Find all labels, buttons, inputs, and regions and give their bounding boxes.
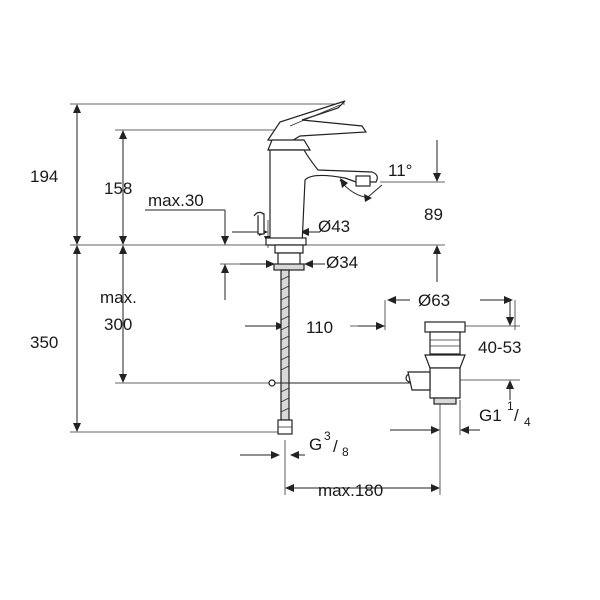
angle-label: 11° bbox=[388, 161, 412, 180]
height-total-label: 194 bbox=[30, 167, 58, 186]
drain-body bbox=[407, 321, 466, 405]
height-spout-label: 158 bbox=[104, 179, 132, 198]
thread-g38-main: G bbox=[309, 435, 322, 454]
height-350-label: 350 bbox=[30, 333, 58, 352]
thread-g38-sep: / bbox=[333, 437, 338, 456]
thread-g1-label: G1 bbox=[479, 406, 502, 425]
dia43-label: Ø43 bbox=[318, 217, 350, 236]
max-label: max. bbox=[100, 288, 137, 307]
range-40-53-label: 40-53 bbox=[478, 338, 521, 357]
thread-g1-den: 4 bbox=[524, 415, 531, 429]
thread-g38-label: G bbox=[309, 435, 322, 454]
dia63-label: Ø63 bbox=[418, 291, 450, 310]
dimension-labels: 194 158 max.30 11° Ø43 89 Ø34 max. 300 3… bbox=[30, 161, 531, 500]
max180-label: max.180 bbox=[318, 481, 383, 500]
thread-g1-num: 1 bbox=[507, 399, 514, 413]
thread-g38-num: 3 bbox=[324, 429, 331, 443]
thread-g1-sep: / bbox=[514, 406, 519, 425]
max30-label: max.30 bbox=[148, 191, 204, 210]
dist-110-label: 110 bbox=[306, 318, 333, 337]
max300-label: 300 bbox=[104, 315, 132, 334]
reach-89-label: 89 bbox=[424, 205, 443, 224]
dia34-label: Ø34 bbox=[326, 253, 358, 272]
thread-g1-main: G1 bbox=[479, 406, 502, 425]
thread-g38-den: 8 bbox=[342, 445, 349, 459]
dimension-lines bbox=[73, 104, 514, 492]
